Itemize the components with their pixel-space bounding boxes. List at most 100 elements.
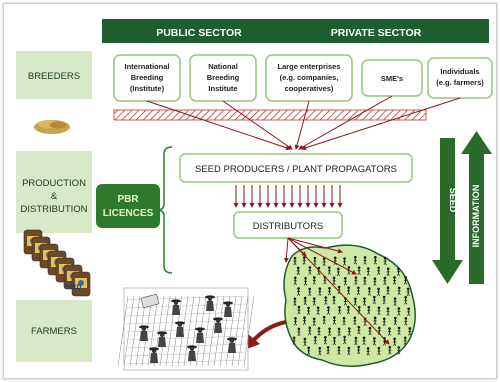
farmer-figure [302,256,306,265]
farmer-figure [327,286,332,296]
farmer-figure [297,327,301,337]
farmer-figure [393,316,397,326]
svg-text:Individuals: Individuals [440,67,479,76]
farmer-figure [386,267,390,277]
farmer-figure [308,287,312,297]
seed-system-diagram: PUBLIC SECTOR PRIVATE SECTOR BREEDERS PR… [16,19,493,371]
farmer-figure [323,336,327,345]
farmer-figure [306,306,311,316]
farmer-figure [332,316,336,325]
svg-text:National: National [208,62,238,71]
farmer-figure [308,326,312,336]
breeder-box-international: International Breeding (Institute) [113,54,181,102]
farmer-figure [404,317,408,326]
farmer-figure [367,305,371,315]
farmer-figure [362,297,367,306]
farmer-figure [303,277,308,286]
svg-text:Large enterprises: Large enterprises [278,62,341,71]
farmer-figure [354,336,358,346]
farmer-figure [313,256,317,266]
sketch-farmer-figure [175,321,185,337]
farmer-figure [363,276,367,286]
farmer-figure [407,307,411,317]
breeder-to-producer-arrows [146,95,461,151]
farmer-figure [347,286,351,295]
sketch-farmer-figure [227,337,237,353]
farmer-figure [377,306,381,316]
farmer-figure [392,276,397,285]
farmer-figure [393,337,397,347]
farmer-figure [373,316,377,326]
farmer-figure [397,326,401,336]
farmer-figure [397,346,401,355]
farmer-figure [388,345,392,355]
farmer-figure [333,256,337,266]
farmer-figure [397,286,401,296]
farmer-figure [376,287,381,297]
sketch-sign [140,293,160,309]
farmer-figure [347,346,351,356]
curved-arrow-to-sketch [250,320,287,344]
farmer-figure [343,335,347,345]
seed-bag-icon [71,271,91,297]
farmer-figure [383,256,387,266]
farmers-row-label-box [16,300,92,362]
farmer-figure [363,256,367,265]
sketch-farmer-figure [187,345,197,361]
seed-pile-icon [34,120,70,134]
private-sector-label: PRIVATE SECTOR [331,27,422,39]
pbr-line2: LICENCES [103,208,154,219]
farmer-figure [303,337,307,347]
farmers-row-label: FARMERS [31,326,77,337]
production-label-line3: DISTRIBUTION [20,204,87,215]
farmer-figure [332,336,336,346]
farmer-figure [373,256,377,265]
farmer-figure [293,256,297,266]
public-sector-label: PUBLIC SECTOR [156,27,242,39]
farmer-figure [322,315,326,325]
seed-arrow-label: SEED [448,188,458,213]
sketch-farmer-figure [139,325,149,341]
farmer-figure [293,276,297,285]
farmer-figure [322,257,326,266]
sketch-farmer-figure [195,327,205,343]
farmer-figure [308,266,312,275]
farmer-figure [353,297,357,306]
farmer-figure [366,267,370,276]
breeder-box-large-enterprises: Large enterprises (e.g. companies, coope… [265,54,353,102]
hatched-band [113,109,427,121]
farmer-figure [408,327,412,336]
farmer-figure [386,307,390,316]
farmer-figure [354,276,358,285]
pbr-licences-box [96,184,160,228]
sketch-farmer-figure [205,295,215,311]
farmer-figure [347,327,351,336]
farmer-figure [404,295,408,305]
farmer-figure [373,277,377,286]
production-label-line1: PRODUCTION [22,178,86,189]
seed-producers-label: SEED PRODUCERS / PLANT PROPAGATORS [195,164,397,175]
farmer-figure [357,325,361,335]
farmer-figure [292,336,296,345]
farmer-figure [357,305,361,315]
farmer-figure [368,326,372,336]
producer-to-distributor-arrows [233,185,343,208]
farmer-figure [377,346,381,356]
sketch-farmer-figure [149,347,159,363]
sketch-farmer-figure [223,301,233,317]
farmer-figure [293,297,297,306]
farmer-figure [397,307,401,316]
farmer-figure [382,295,386,305]
farmer-figures [292,255,412,356]
farmer-figure [357,345,361,355]
farmer-figure [312,317,316,326]
breeders-row-label: BREEDERS [28,71,80,82]
farmer-figure [346,305,350,315]
breeder-box-national: National Breeding Institute [189,54,257,102]
svg-text:International: International [124,62,169,71]
farmer-figure [362,336,366,345]
farmer-figure [367,287,371,296]
farmer-figure [323,275,327,285]
farmer-figure [302,316,307,325]
seed-bags-illustration: SEED [23,229,91,297]
